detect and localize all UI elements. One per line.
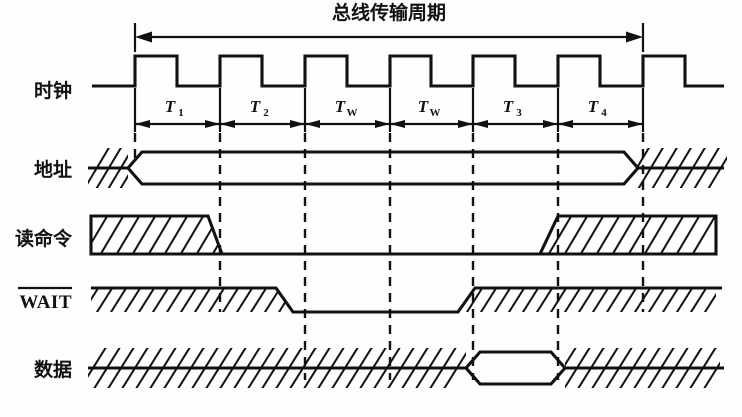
signal-label-wait-group: WAIT xyxy=(18,286,72,313)
phase-sublabel: 4 xyxy=(601,107,607,119)
signal-label-data: 数据 xyxy=(34,358,72,381)
clock-waveform xyxy=(92,54,724,88)
phase-sublabel: 3 xyxy=(516,107,522,119)
phase-label: T xyxy=(588,97,599,116)
phase-label: T xyxy=(418,97,429,116)
phase-sublabel: W xyxy=(347,107,358,119)
address-waveform xyxy=(88,148,727,188)
timing-grid-dashes xyxy=(133,133,645,380)
phase-sublabel: W xyxy=(430,107,441,119)
phase-segment: T 2 xyxy=(220,97,305,128)
wait-waveform xyxy=(91,286,722,314)
phase-sublabel: 1 xyxy=(178,107,184,119)
phase-label: T xyxy=(250,97,261,116)
address-invalid-hatch-left xyxy=(88,148,128,188)
bus-cycle-bracket xyxy=(133,23,645,52)
phase-segment: T 1 xyxy=(135,97,220,128)
cycle-title: 总线传输周期 xyxy=(332,1,446,24)
read-command-waveform xyxy=(89,214,718,256)
signal-label-wait: WAIT xyxy=(19,292,72,313)
phase-sublabel: 2 xyxy=(263,107,269,119)
signal-label-address: 地址 xyxy=(34,158,72,181)
phase-label: T xyxy=(165,97,176,116)
signal-label-read: 读命令 xyxy=(15,227,73,250)
phase-segment: T 4 xyxy=(558,97,643,128)
phase-label: T xyxy=(335,97,346,116)
address-invalid-hatch-right xyxy=(637,148,727,188)
signal-label-clock: 时钟 xyxy=(34,79,72,102)
phase-label: T xyxy=(503,97,514,116)
phase-segment: T W xyxy=(390,97,473,128)
data-waveform xyxy=(88,348,724,388)
phase-segment: T 3 xyxy=(473,97,558,128)
phase-segment: T W xyxy=(305,97,390,128)
